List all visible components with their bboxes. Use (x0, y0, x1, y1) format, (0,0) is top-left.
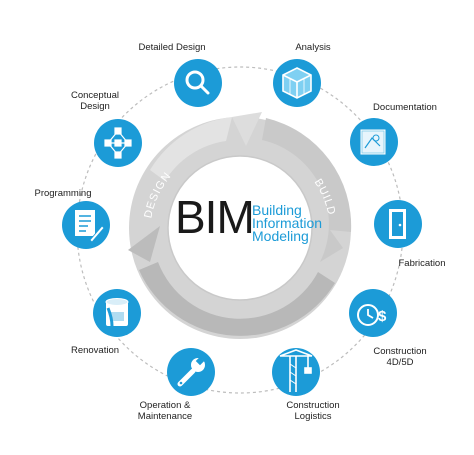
document-pen-icon (75, 210, 105, 243)
cube-icon (282, 67, 312, 99)
paint-can-icon (105, 298, 129, 327)
stage-detailed-design[interactable] (174, 59, 222, 107)
center-subtitle-line-2: Information (252, 215, 323, 231)
label-construction-logistics: Construction Logistics (286, 400, 340, 422)
stage-renovation[interactable] (93, 289, 141, 337)
label-detailed-design: Detailed Design (138, 42, 206, 53)
label-analysis: Analysis (295, 42, 331, 53)
crane-icon (279, 349, 313, 392)
label-fabrication: Fabrication (398, 258, 446, 269)
center-subtitle: Building Information Modeling (252, 202, 323, 244)
stage-construction-4d5d[interactable]: $ (349, 289, 397, 337)
stage-construction-logistics[interactable] (272, 348, 320, 396)
cycle-ring (128, 112, 352, 339)
door-icon (389, 209, 406, 239)
cycle-arrowhead-build (232, 112, 262, 146)
cycle-arrow-build (262, 118, 352, 262)
label-programming: Programming (34, 188, 92, 199)
cycle-arrow-design (150, 117, 232, 181)
stage-conceptual-design[interactable] (94, 119, 142, 167)
cycle-arrowhead-design (128, 226, 160, 262)
network-icon (104, 127, 132, 159)
stage-fabrication[interactable] (374, 200, 422, 248)
magnifier-icon (185, 70, 210, 95)
cycle-arrow-operate (139, 262, 335, 336)
blueprint-icon (359, 128, 387, 156)
svg-text:$: $ (378, 308, 387, 325)
center-subtitle-line-3: Modeling (252, 228, 309, 244)
stage-operation-maintenance[interactable] (167, 348, 215, 396)
stage-analysis[interactable] (273, 59, 321, 107)
label-documentation: Documentation (373, 102, 437, 113)
label-operation-maintenance: Operation & Maintenance (137, 400, 193, 422)
label-conceptual-design: Conceptual Design (70, 90, 120, 112)
center-subtitle-line-1: Building (252, 202, 302, 218)
label-renovation: Renovation (70, 345, 120, 356)
label-construction-4d5d: Construction 4D/5D (373, 346, 427, 368)
stage-documentation[interactable] (350, 118, 398, 166)
clock-dollar-icon: $ (357, 304, 387, 326)
wrench-icon (177, 356, 205, 387)
cycle-label-operate: OPERATE (217, 339, 277, 356)
center-title: BIM (175, 191, 255, 243)
stage-programming[interactable] (62, 201, 110, 249)
